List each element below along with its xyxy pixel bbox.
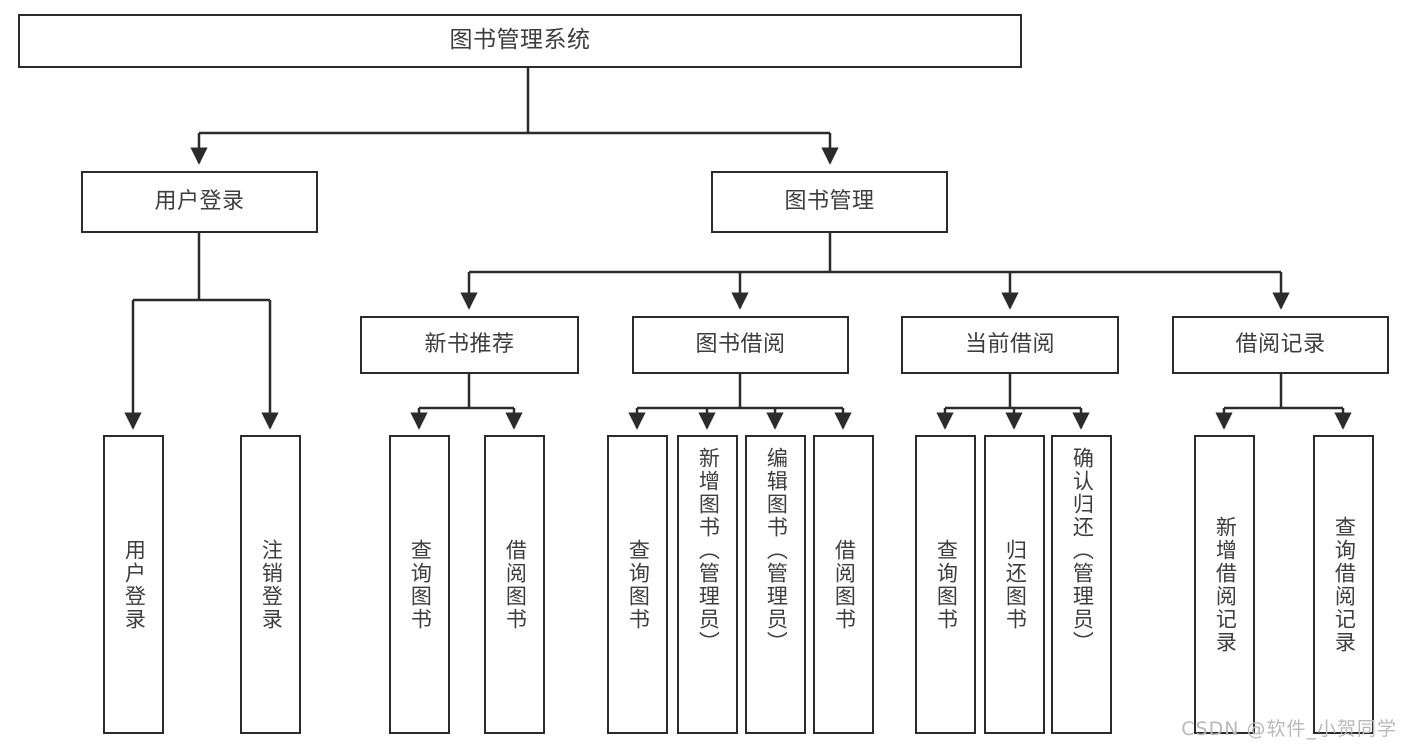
node-label: 新增图书（管理员） [696, 447, 721, 654]
leaf-add-book-admin[interactable]: 新增图书（管理员） [677, 435, 738, 734]
node-user-login[interactable]: 用户登录 [81, 171, 318, 233]
node-label: 归还图书 [1003, 538, 1028, 631]
node-label: 借阅图书 [503, 538, 528, 631]
node-label: 查询图书 [408, 538, 433, 631]
node-label: 新书推荐 [424, 331, 515, 357]
leaf-add-borrow-record[interactable]: 新增借阅记录 [1194, 435, 1255, 734]
leaf-user-login[interactable]: 用户登录 [103, 435, 164, 734]
leaf-logout-login[interactable]: 注销登录 [240, 435, 301, 734]
node-label: 图书借阅 [695, 331, 786, 357]
node-label: 借阅记录 [1235, 331, 1326, 357]
leaf-query-book-borrow[interactable]: 查询图书 [607, 435, 668, 734]
node-label: 确认归还（管理员） [1070, 447, 1095, 654]
node-root-system[interactable]: 图书管理系统 [18, 14, 1022, 68]
node-borrow-record[interactable]: 借阅记录 [1172, 316, 1389, 374]
node-new-book-recommend[interactable]: 新书推荐 [360, 316, 579, 374]
node-label: 编辑图书（管理员） [764, 447, 789, 654]
leaf-confirm-return-admin[interactable]: 确认归还（管理员） [1051, 435, 1112, 734]
leaf-borrow-book[interactable]: 借阅图书 [813, 435, 874, 734]
node-book-management[interactable]: 图书管理 [711, 171, 948, 233]
leaf-edit-book-admin[interactable]: 编辑图书（管理员） [745, 435, 806, 734]
node-label: 借阅图书 [832, 538, 857, 631]
watermark: CSDN @软件_小贺同学 [1181, 718, 1397, 740]
node-book-borrow[interactable]: 图书借阅 [632, 316, 849, 374]
leaf-return-book[interactable]: 归还图书 [984, 435, 1045, 734]
node-label: 查询借阅记录 [1332, 515, 1357, 654]
node-label: 注销登录 [259, 538, 284, 631]
leaf-borrow-book-recommend[interactable]: 借阅图书 [484, 435, 545, 734]
leaf-query-book-current[interactable]: 查询图书 [915, 435, 976, 734]
node-label: 查询图书 [626, 538, 651, 631]
leaf-query-borrow-record[interactable]: 查询借阅记录 [1313, 435, 1374, 734]
node-label: 用户登录 [154, 188, 245, 214]
node-current-borrow[interactable]: 当前借阅 [901, 316, 1119, 374]
node-label: 用户登录 [122, 538, 147, 631]
leaf-query-book-recommend[interactable]: 查询图书 [389, 435, 450, 734]
node-label: 查询图书 [934, 538, 959, 631]
node-label: 当前借阅 [964, 331, 1055, 357]
node-label: 新增借阅记录 [1213, 515, 1238, 654]
node-label: 图书管理 [784, 188, 875, 214]
node-label: 图书管理系统 [449, 27, 591, 54]
